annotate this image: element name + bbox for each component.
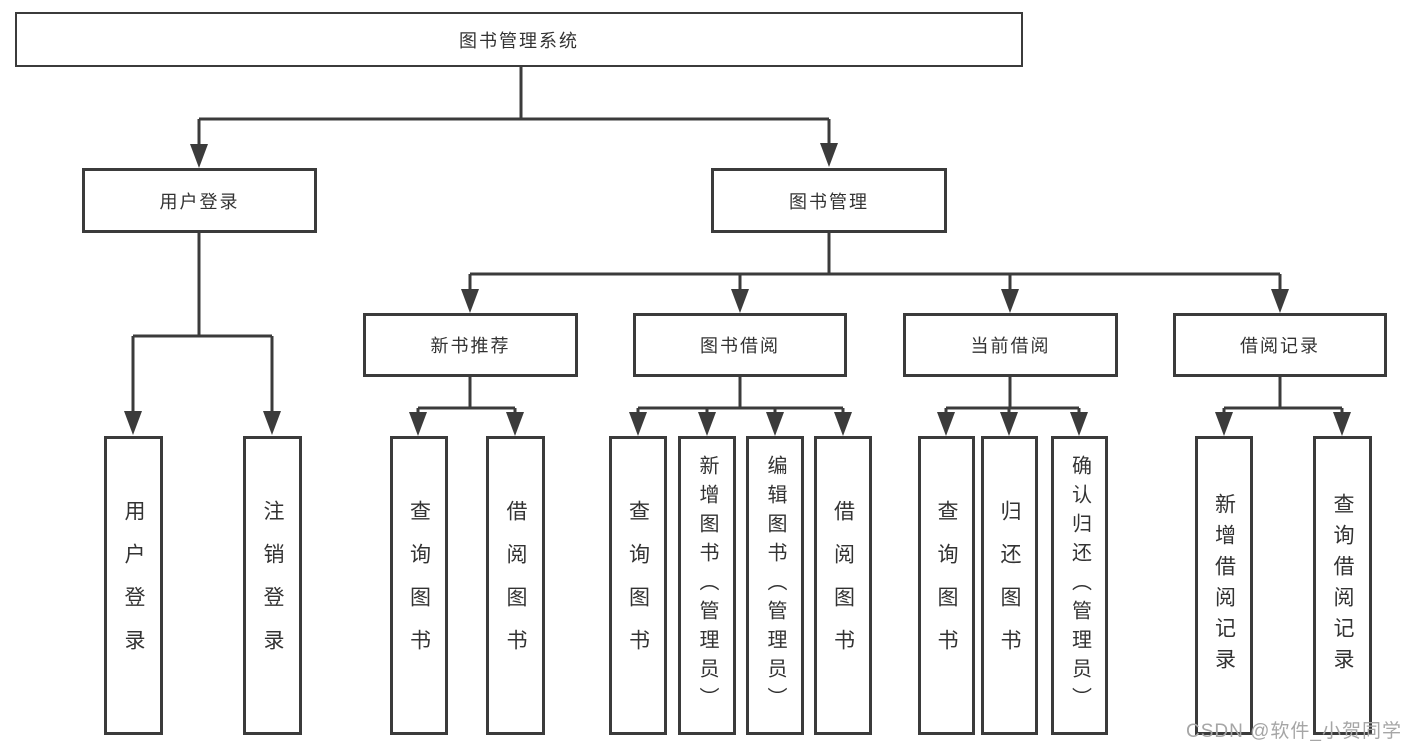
node-label: 新书推荐 bbox=[430, 336, 511, 356]
leaf-add-borrow-record: 新增借阅记录 bbox=[1195, 436, 1253, 735]
leaf-confirm-return-admin: 确认归还（管理员） bbox=[1051, 436, 1108, 735]
leaf-return-book: 归还图书 bbox=[981, 436, 1038, 735]
connector-login-to-children bbox=[124, 233, 281, 435]
connector-root-to-level2 bbox=[190, 67, 838, 168]
connector-management-to-level3 bbox=[461, 233, 1289, 313]
leaf-query-books-recommend: 查询图书 bbox=[390, 436, 448, 735]
leaf-label: 查询图书 bbox=[626, 499, 650, 672]
node-label: 借阅记录 bbox=[1240, 336, 1320, 356]
leaf-user-login: 用户登录 bbox=[104, 436, 163, 735]
leaf-label: 新增图书（管理员） bbox=[696, 455, 718, 716]
connector-newbooks-to-children bbox=[409, 377, 524, 436]
node-label: 当前借阅 bbox=[970, 336, 1051, 356]
leaf-query-books-borrow: 查询图书 bbox=[609, 436, 667, 735]
node-current-borrow: 当前借阅 bbox=[903, 313, 1118, 377]
leaf-label: 借阅图书 bbox=[504, 499, 527, 672]
connector-records-to-children bbox=[1215, 377, 1351, 436]
leaf-borrow-books-recommend: 借阅图书 bbox=[486, 436, 545, 735]
node-label: 图书管理 bbox=[789, 191, 869, 212]
node-label: 图书管理系统 bbox=[459, 30, 579, 51]
leaf-borrow-book: 借阅图书 bbox=[814, 436, 872, 735]
leaf-label: 借阅图书 bbox=[831, 499, 855, 672]
leaf-label: 新增借阅记录 bbox=[1212, 492, 1236, 679]
leaf-label: 用户登录 bbox=[122, 499, 145, 672]
leaf-label: 编辑图书（管理员） bbox=[764, 455, 786, 716]
node-book-borrow: 图书借阅 bbox=[633, 313, 847, 377]
leaf-add-book-admin: 新增图书（管理员） bbox=[678, 436, 736, 735]
connector-current-to-children bbox=[937, 377, 1088, 436]
node-label: 图书借阅 bbox=[700, 336, 780, 356]
leaf-label: 查询借阅记录 bbox=[1331, 492, 1354, 679]
leaf-query-books-current: 查询图书 bbox=[918, 436, 975, 735]
node-system-root: 图书管理系统 bbox=[15, 12, 1023, 67]
leaf-label: 查询图书 bbox=[935, 499, 958, 672]
node-book-management: 图书管理 bbox=[711, 168, 947, 233]
leaf-label: 归还图书 bbox=[998, 499, 1021, 672]
leaf-logout: 注销登录 bbox=[243, 436, 302, 735]
leaf-edit-book-admin: 编辑图书（管理员） bbox=[746, 436, 804, 735]
leaf-label: 查询图书 bbox=[407, 499, 431, 672]
node-borrow-records: 借阅记录 bbox=[1173, 313, 1387, 377]
leaf-label: 确认归还（管理员） bbox=[1068, 455, 1091, 716]
leaf-label: 注销登录 bbox=[261, 499, 284, 672]
node-new-book-recommend: 新书推荐 bbox=[363, 313, 578, 377]
leaf-query-borrow-record: 查询借阅记录 bbox=[1313, 436, 1372, 735]
node-label: 用户登录 bbox=[159, 191, 240, 212]
node-user-login: 用户登录 bbox=[82, 168, 317, 233]
connector-borrow-to-children bbox=[629, 377, 852, 436]
csdn-watermark: CSDN @软件_小贺同学 bbox=[1186, 721, 1402, 742]
